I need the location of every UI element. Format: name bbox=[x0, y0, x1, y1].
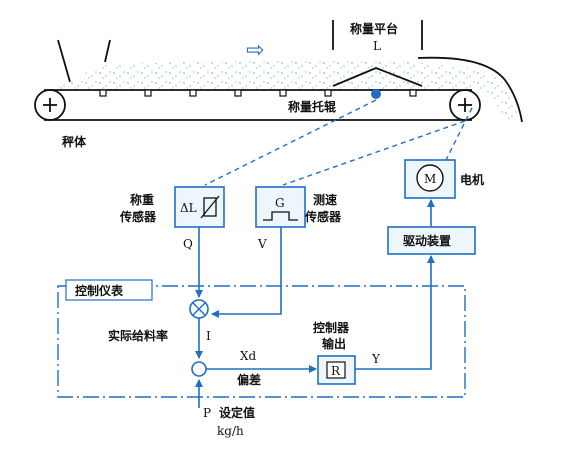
tail-pulley bbox=[449, 89, 481, 121]
drive-unit: 驱动装置 bbox=[387, 226, 476, 255]
speed-sensor: G bbox=[255, 186, 306, 228]
comparator-node bbox=[191, 361, 207, 377]
motor-drive-dash bbox=[439, 107, 473, 173]
weight-signal-symbol: Q bbox=[183, 237, 193, 251]
controller-output-label-2: 输出 bbox=[322, 336, 346, 351]
weighing-platform-bracket bbox=[332, 20, 423, 87]
idler-rollers bbox=[99, 89, 417, 97]
conveyor-section: ⇨ bbox=[34, 20, 523, 123]
setpoint-label: 设定值 bbox=[219, 405, 255, 420]
scale-body-label: 秤体 bbox=[62, 134, 87, 149]
flow-direction-icon: ⇨ bbox=[246, 38, 264, 63]
weight-sensor-label-1: 称重 bbox=[130, 192, 154, 207]
speed-signal-symbol: V bbox=[257, 237, 267, 251]
control-instrument-label: 控制仪表 bbox=[75, 283, 124, 298]
actual-signal-symbol: I bbox=[206, 329, 211, 343]
weight-sensor: ΔL bbox=[174, 186, 225, 228]
discharge-chute bbox=[417, 56, 523, 123]
motor-icon bbox=[416, 164, 444, 192]
controller: R bbox=[317, 355, 356, 385]
drive-unit-label: 驱动装置 bbox=[403, 233, 451, 248]
speed-sensor-label-1: 测速 bbox=[313, 192, 337, 207]
weighing-roller-dot bbox=[371, 89, 381, 99]
weight-sensor-symbol: ΔL bbox=[180, 201, 197, 215]
material-layer bbox=[44, 61, 520, 120]
deviation-label: 偏差 bbox=[237, 372, 261, 387]
weight-sensor-label-2: 传感器 bbox=[119, 209, 157, 224]
weighing-roller-label: 称量托辊 bbox=[288, 99, 336, 114]
motor: M bbox=[404, 159, 456, 199]
speed-sensor-label-2: 传感器 bbox=[304, 209, 342, 224]
actual-feed-rate-label: 实际给料率 bbox=[108, 328, 168, 343]
head-pulley bbox=[34, 89, 66, 121]
weight-signal-dash bbox=[204, 99, 377, 186]
setpoint-symbol: P bbox=[203, 406, 211, 420]
platform-symbol: L bbox=[373, 39, 381, 53]
control-instrument-label-box bbox=[65, 279, 153, 301]
output-signal-symbol: Y bbox=[371, 352, 381, 366]
feed-hopper bbox=[57, 39, 111, 83]
speed-sensor-symbol: G bbox=[275, 196, 285, 210]
weighing-platform-label: 称量平台 bbox=[350, 21, 398, 36]
deviation-symbol: Xd bbox=[240, 349, 257, 363]
control-instrument-frame bbox=[57, 285, 466, 398]
motor-label: 电机 bbox=[460, 172, 484, 187]
controller-symbol: R bbox=[331, 364, 341, 378]
multiplier-node bbox=[189, 299, 209, 319]
controller-output-line bbox=[355, 255, 435, 370]
speed-signal-line bbox=[211, 227, 282, 318]
setpoint-unit: kg/h bbox=[217, 424, 244, 438]
motor-symbol: M bbox=[424, 172, 436, 186]
controller-output-label-1: 控制器 bbox=[313, 320, 350, 335]
